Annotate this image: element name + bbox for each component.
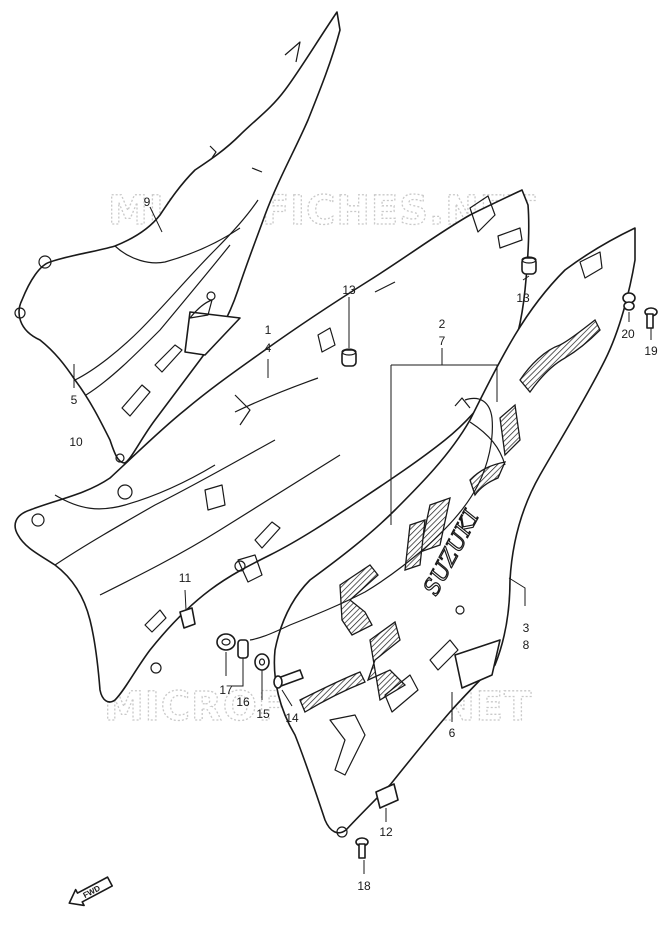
callout-5: 5 — [71, 393, 78, 407]
callout-9: 9 — [144, 195, 151, 209]
callout-11: 11 — [179, 571, 192, 585]
grommet-13-right — [521, 256, 537, 275]
spacer-16 — [237, 639, 249, 659]
callout-20: 20 — [621, 327, 635, 341]
grommet-13-left — [341, 348, 357, 367]
bolt-14 — [273, 669, 304, 689]
callout-10: 10 — [69, 435, 83, 449]
inner-panel — [237, 397, 493, 641]
callout-2: 2 — [439, 317, 446, 331]
callout-15: 15 — [256, 707, 270, 721]
plate-12 — [375, 783, 399, 809]
callout-19: 19 — [644, 344, 658, 358]
decal-side-cover: SUZUKI — [273, 227, 636, 838]
callout-13-left: 13 — [342, 283, 356, 297]
callout-17: 17 — [219, 683, 233, 697]
callout-16: 16 — [236, 695, 250, 709]
main-side-cover — [14, 189, 530, 703]
callout-18: 18 — [357, 879, 371, 893]
callout-6: 6 — [449, 726, 456, 740]
callout-13-right: 13 — [516, 291, 530, 305]
callout-3: 3 — [523, 621, 530, 635]
upper-frame-cover — [14, 11, 341, 464]
callout-8: 8 — [523, 638, 530, 652]
callout-1: 1 — [265, 323, 272, 337]
callouts: 9 5 10 13 1 4 13 2 7 20 19 11 3 8 17 16 … — [69, 195, 658, 893]
washer-15 — [254, 653, 270, 671]
callout-7: 7 — [439, 334, 446, 348]
screw-19 — [644, 307, 658, 329]
screw-18 — [355, 837, 369, 859]
callout-4: 4 — [265, 341, 272, 355]
callout-14: 14 — [285, 711, 299, 725]
cushion-11 — [179, 607, 196, 629]
fwd-arrow: FWD — [68, 876, 114, 907]
grommet-17 — [216, 633, 236, 651]
leader-lines — [73, 206, 652, 874]
callout-12: 12 — [379, 825, 393, 839]
collar-20 — [622, 292, 636, 311]
